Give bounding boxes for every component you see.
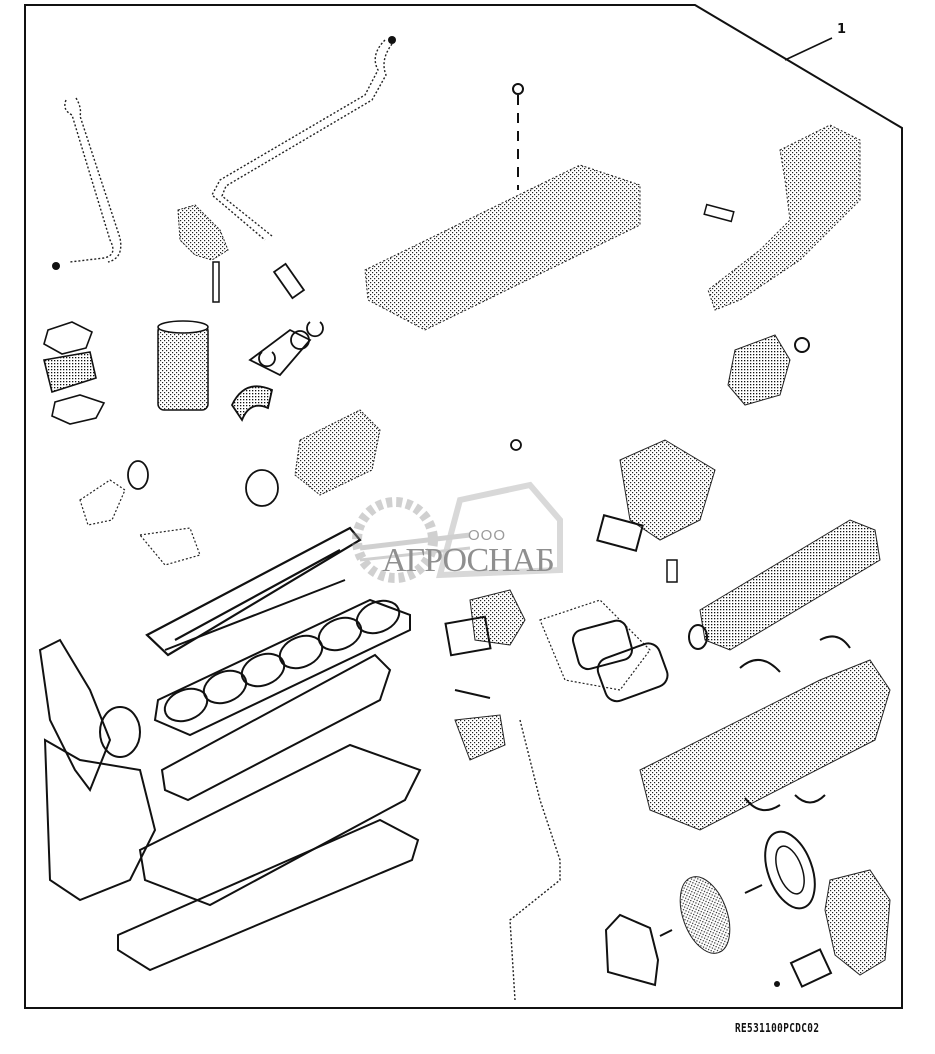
gasket-round [127,460,149,490]
main-bearings [739,635,851,812]
water-pump [510,439,716,583]
figure-caption-code: RE531100PCDC02 [735,1021,820,1035]
thermostat-housing [727,334,791,406]
piston [294,409,381,496]
callout-label: 1 [837,22,847,37]
dipstick-tube [509,719,561,1001]
oil-pan-gasket-lower [117,818,420,972]
head-gasket [153,598,411,737]
screw [774,981,780,987]
rocker-cover-gasket [145,526,362,657]
oil-cooler-core [699,519,881,651]
watermark-company: АГРОСНАБ [382,542,555,579]
oil-pan-gasket-middle [138,743,422,907]
connecting-rod [230,321,324,422]
small-gaskets-left [43,321,106,425]
exhaust-manifold [703,124,861,311]
bolt [212,261,220,303]
oil-tube-upper [211,36,396,241]
oil-tube-left [52,97,122,270]
gasket-round [688,624,708,650]
o-ring [794,337,810,353]
front-cover-gasket [43,738,157,902]
flywheel-housing [824,869,891,976]
callout-leader [784,37,833,61]
gasket-round [99,706,141,758]
oil-pan-gasket-upper [160,653,392,802]
rear-seal [604,830,816,987]
timing-cover-gasket [38,638,112,793]
sleeve-tube [272,262,306,300]
cylinder-head [364,83,641,331]
cylinder-liner [157,320,209,411]
crankshaft [639,659,891,831]
watermark-prefix: ООО [468,527,507,544]
watermark-logo [352,481,563,583]
oil-cooler [444,589,669,761]
cover-plate [789,948,833,988]
bracket [177,204,229,261]
water-inlet [79,479,201,566]
diagram-frame [24,4,903,1009]
rocker-cover-gasket-strip [164,579,346,651]
gasket-round [245,469,279,507]
